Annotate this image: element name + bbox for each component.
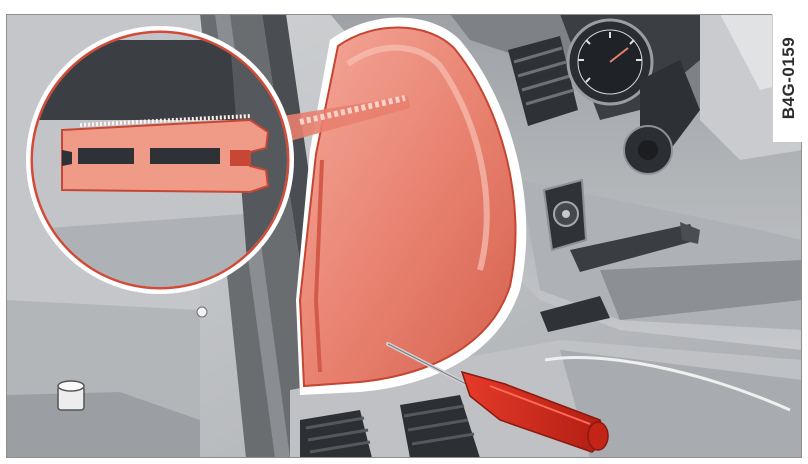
figure-code-label: B4G-0159	[772, 14, 805, 142]
figure-code: B4G-0159	[779, 37, 799, 119]
fuse-cover-clip-detail	[62, 116, 268, 192]
door-lock-knob	[58, 381, 84, 410]
light-switch	[544, 180, 586, 250]
